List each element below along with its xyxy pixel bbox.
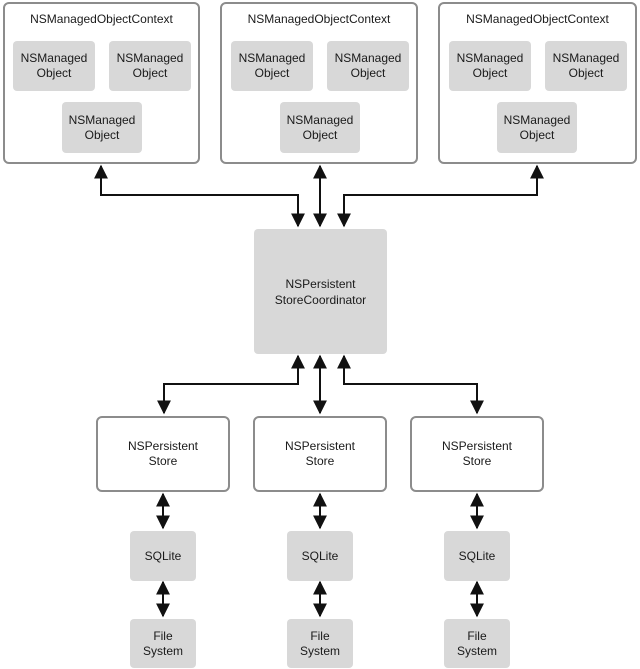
managed-object: NSManaged Object — [109, 41, 191, 91]
managed-object: NSManaged Object — [62, 102, 142, 153]
context-title: NSManagedObjectContext — [30, 12, 173, 26]
context-title: NSManagedObjectContext — [247, 12, 391, 26]
managed-object: NSManaged Object — [231, 41, 313, 91]
persistent-store-1: NSPersistent Store — [96, 416, 230, 492]
arrow-coordinator-store-3 — [337, 354, 484, 415]
managed-object: NSManaged Object — [449, 41, 531, 91]
arrow-context-1-coordinator — [94, 164, 305, 228]
file-system-2: File System — [287, 619, 353, 668]
managed-object: NSManaged Object — [327, 41, 409, 91]
sqlite-backend-2: SQLite — [287, 531, 353, 581]
file-system-1: File System — [130, 619, 196, 668]
managed-object: NSManaged Object — [497, 102, 577, 153]
arrow-context-3-coordinator — [337, 164, 544, 228]
managed-object: NSManaged Object — [13, 41, 95, 91]
persistent-store-3: NSPersistent Store — [410, 416, 544, 492]
context-title: NSManagedObjectContext — [466, 12, 609, 26]
sqlite-backend-3: SQLite — [444, 531, 510, 581]
arrow-coordinator-store-1 — [157, 354, 305, 415]
sqlite-backend-1: SQLite — [130, 531, 196, 581]
file-system-3: File System — [444, 619, 510, 668]
persistent-store-2: NSPersistent Store — [253, 416, 387, 492]
persistent-store-coordinator: NSPersistent StoreCoordinator — [254, 229, 387, 354]
managed-object: NSManaged Object — [545, 41, 627, 91]
managed-object: NSManaged Object — [280, 102, 360, 153]
